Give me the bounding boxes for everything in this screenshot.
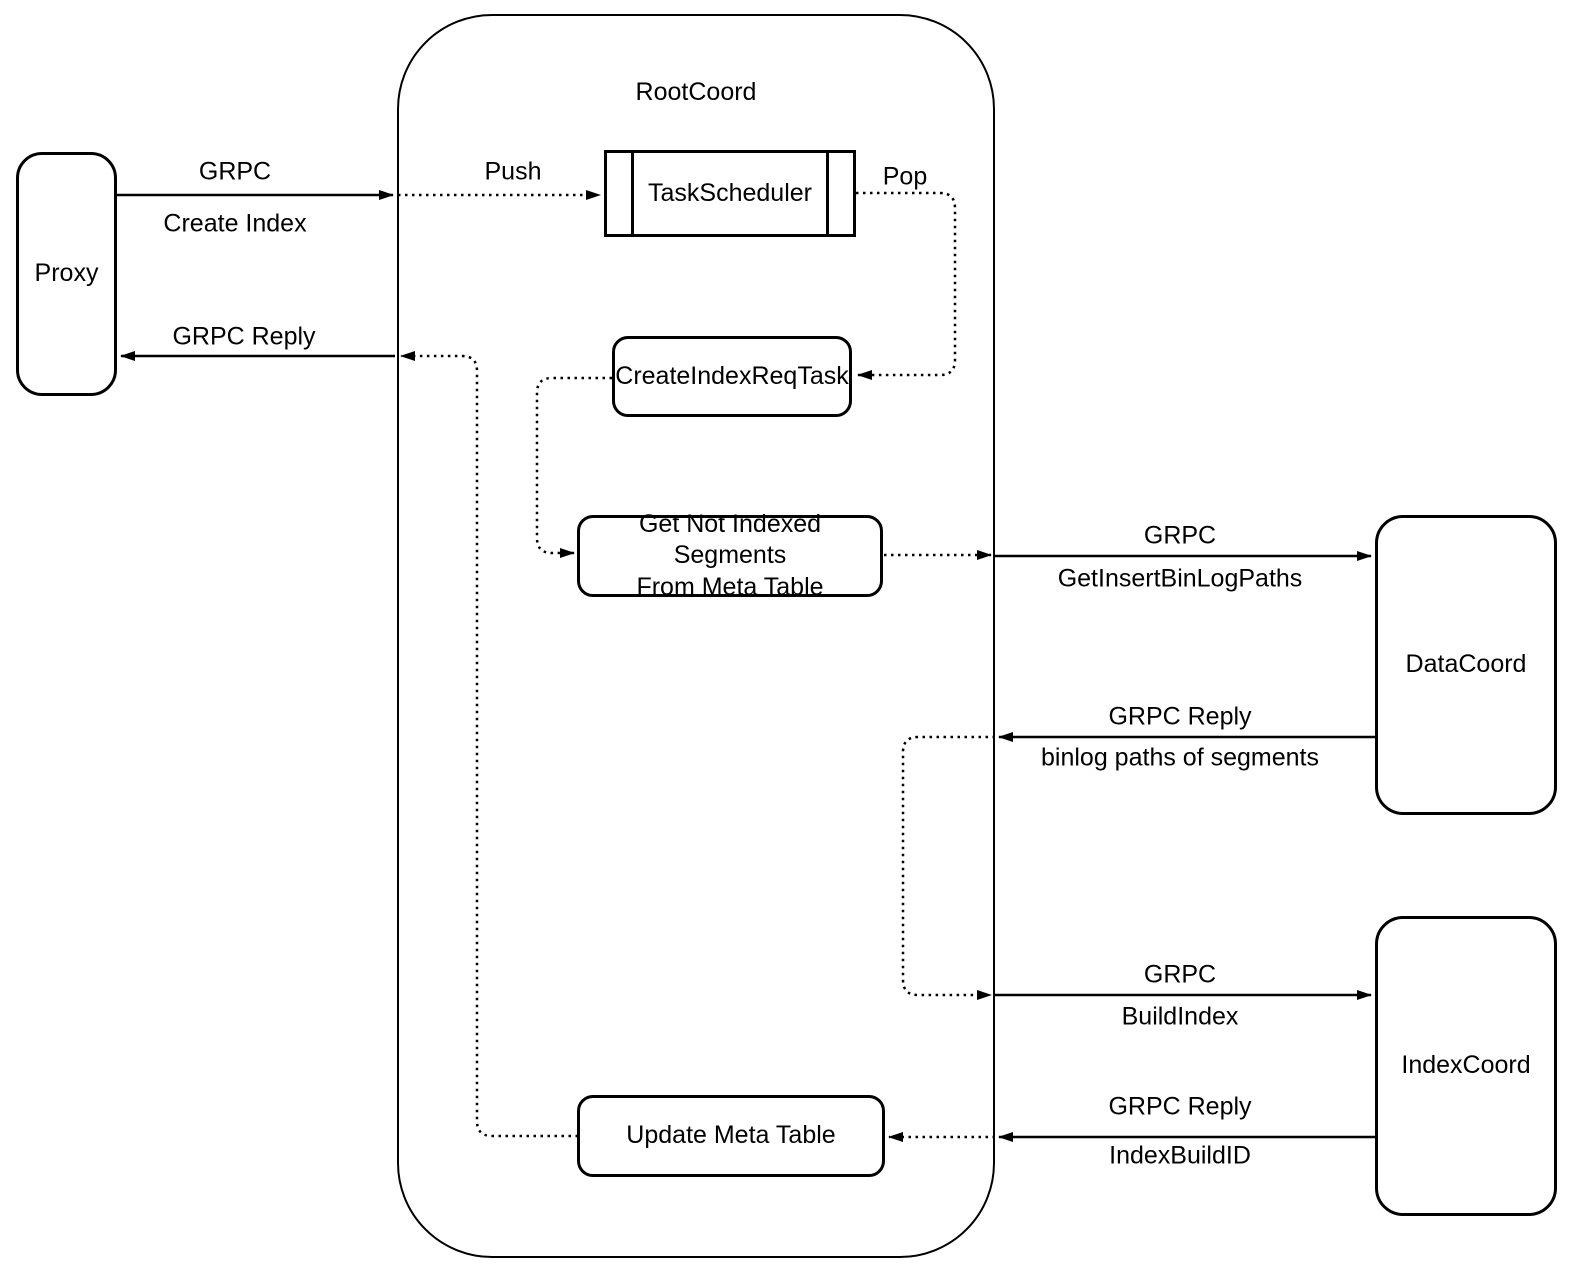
label-index-build-id-1: GRPC Reply <box>1104 1092 1256 1122</box>
label-get-insert-binlog-1: GRPC <box>1139 521 1221 551</box>
node-indexcoord: IndexCoord <box>1375 916 1557 1216</box>
node-get-not-indexed-line1: Get Not Indexed Segments <box>638 510 822 570</box>
node-indexcoord-label: IndexCoord <box>1401 1051 1531 1080</box>
node-get-not-indexed-segments: Get Not Indexed Segments From Meta Table <box>577 510 883 601</box>
edge-to-get-segments <box>535 376 612 558</box>
label-build-index-1: GRPC <box>1139 960 1221 990</box>
node-task-scheduler: TaskScheduler <box>604 150 856 237</box>
rootcoord-container: RootCoord <box>397 14 995 1258</box>
task-scheduler-right-bar <box>826 153 829 234</box>
label-get-insert-binlog-2: GetInsertBinLogPaths <box>1053 564 1307 594</box>
rootcoord-title: RootCoord <box>635 78 757 106</box>
node-proxy-label: Proxy <box>34 259 99 288</box>
node-update-meta-table-label: Update Meta Table <box>626 1121 836 1150</box>
label-pop: Pop <box>878 162 932 192</box>
label-grpc-create-index-2: Create Index <box>159 209 311 239</box>
node-create-index-req-task-label: CreateIndexReqTask <box>615 361 849 390</box>
label-index-build-id-2: IndexBuildID <box>1105 1141 1255 1171</box>
node-datacoord: DataCoord <box>1375 515 1557 815</box>
node-task-scheduler-label: TaskScheduler <box>648 178 812 207</box>
edge-pop <box>856 191 957 380</box>
edge-update-meta-to-wall <box>400 351 578 1138</box>
label-binlog-reply-1: GRPC Reply <box>1104 702 1256 732</box>
label-grpc-reply-proxy: GRPC Reply <box>168 322 320 352</box>
node-datacoord-label: DataCoord <box>1405 650 1527 679</box>
node-create-index-req-task: CreateIndexReqTask <box>612 336 852 417</box>
label-push: Push <box>480 157 546 187</box>
label-binlog-reply-2: binlog paths of segments <box>1037 743 1323 773</box>
task-scheduler-left-bar <box>631 153 634 234</box>
node-update-meta-table: Update Meta Table <box>577 1095 885 1177</box>
node-get-not-indexed-line2: From Meta Table <box>636 572 824 601</box>
label-build-index-2: BuildIndex <box>1117 1002 1243 1032</box>
node-proxy: Proxy <box>16 152 117 396</box>
label-grpc-create-index-1: GRPC <box>194 157 276 187</box>
